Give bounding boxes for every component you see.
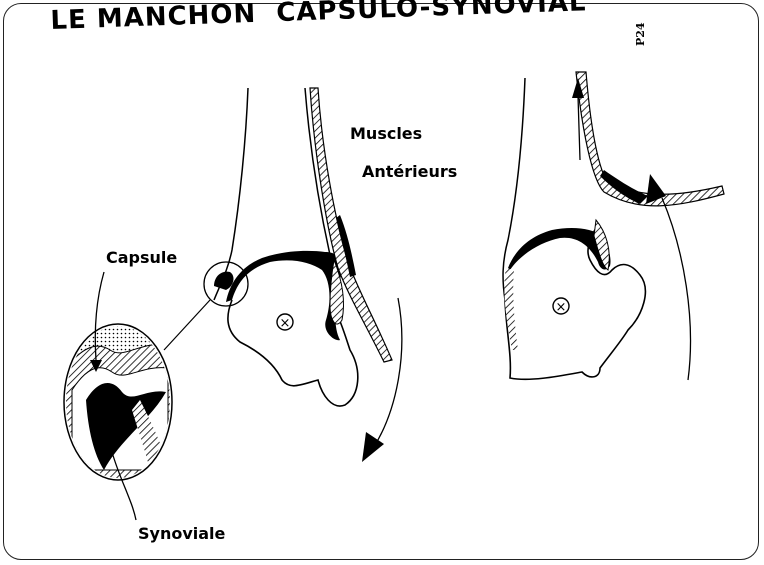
right-rotation-center: [552, 297, 570, 315]
magnified-inset: [63, 271, 173, 521]
right-center-marker: ×: [556, 300, 567, 315]
flexion-arrow: [371, 297, 403, 451]
left-synovial-cavity: [226, 250, 342, 341]
right-bone-epiphysis: [504, 225, 647, 381]
synoviale-pointer: [111, 451, 137, 521]
label-anterieurs: Antérieurs: [362, 162, 458, 181]
capsule-pointer: [94, 271, 105, 361]
label-capsule: Capsule: [106, 248, 178, 267]
right-joint-diagram: ×: [502, 71, 725, 381]
left-center-marker: ×: [280, 316, 291, 331]
left-rotation-center: [276, 313, 294, 331]
right-synovial-cavity: [508, 228, 611, 270]
extension-arrow: [661, 197, 692, 381]
anterior-muscles-right: [575, 71, 725, 207]
label-muscles: Muscles: [350, 124, 423, 143]
label-synoviale: Synoviale: [138, 524, 226, 543]
anterior-muscles-left: [309, 87, 393, 363]
left-bone-epiphysis: [227, 299, 359, 407]
left-joint-diagram: ×: [163, 87, 403, 462]
zoom-source-circle: [203, 261, 249, 307]
left-bone-shaft: [213, 87, 249, 301]
right-bone-shaft: [502, 77, 526, 301]
